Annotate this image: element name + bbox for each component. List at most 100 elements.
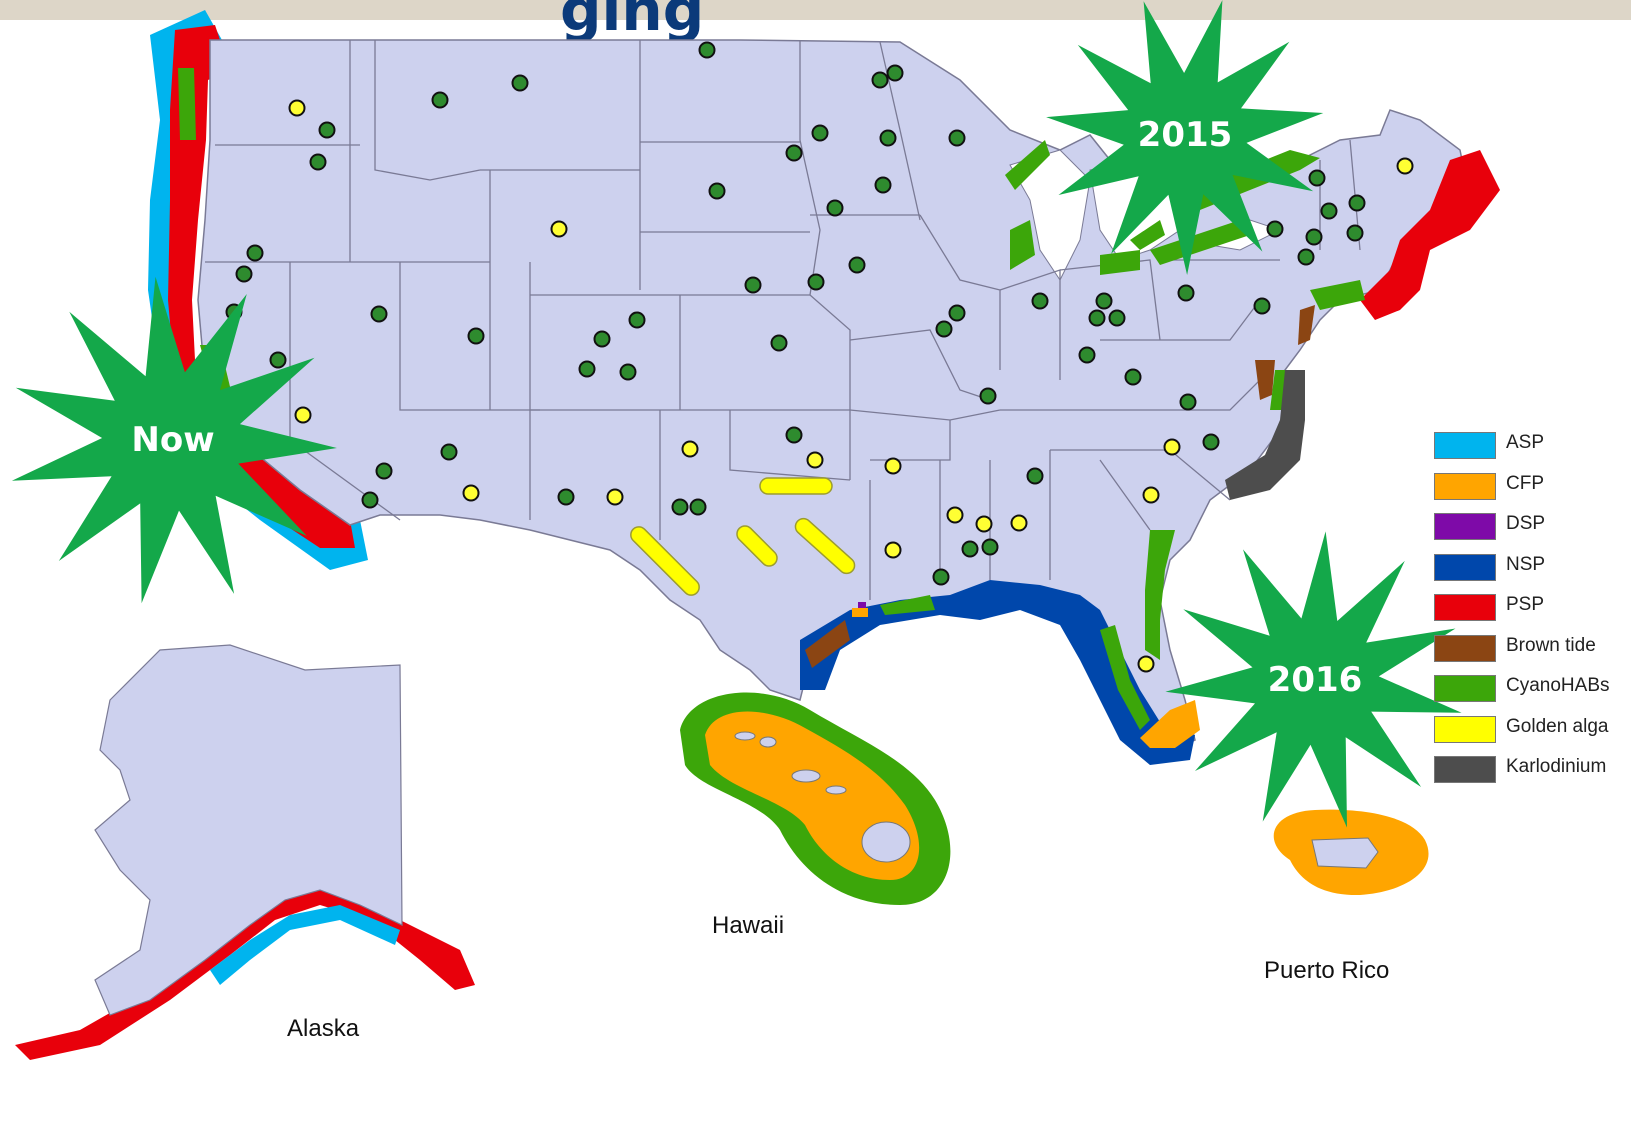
- header-band: [0, 0, 1631, 20]
- legend-label: PSP: [1506, 594, 1545, 615]
- hawaii: [680, 692, 951, 905]
- cyanohab-dot: [1253, 297, 1271, 315]
- legend-swatch: [1434, 472, 1496, 500]
- cyanohab-dot: [1095, 292, 1113, 310]
- golden-alga-dot: [884, 457, 902, 475]
- golden-alga-dot: [1142, 486, 1160, 504]
- burst-label-2016: 2016: [1267, 660, 1363, 700]
- golden-alga-dot: [1137, 655, 1155, 673]
- brown-tide-chesapeake: [1255, 360, 1275, 400]
- cyanohab-dot: [1305, 228, 1323, 246]
- label-puerto-rico: Puerto Rico: [1264, 957, 1390, 984]
- puerto-rico: [1273, 809, 1429, 896]
- cyanohab-dot: [979, 387, 997, 405]
- cfp-florida: [1140, 700, 1200, 748]
- legend-label: Golden alga: [1506, 715, 1609, 737]
- golden-alga-dot: [975, 515, 993, 533]
- dsp-gulf-spot: [858, 602, 866, 612]
- psp-northeast-zone: [1360, 150, 1500, 320]
- brown-tide-texas: [805, 620, 850, 668]
- legend-label: ASP: [1506, 432, 1545, 453]
- starburst-2016: [1165, 531, 1462, 828]
- cyanohab-dot: [879, 129, 897, 147]
- cyanohab-dot: [961, 540, 979, 558]
- state-borders: [205, 40, 1361, 600]
- brown-tide-northeast: [1298, 305, 1315, 345]
- cyanohab-dot: [1031, 292, 1049, 310]
- cyanohab-dot: [935, 320, 953, 338]
- legend-swatch: [1434, 756, 1496, 783]
- cyanohab-dot: [235, 265, 253, 283]
- cyano-northeast-zone: [1310, 280, 1365, 310]
- karlodinium-mid-atlantic: [1225, 370, 1305, 500]
- golden-alga-dot: [681, 440, 699, 458]
- legend-item: DSP: [1434, 507, 1624, 548]
- cyanohab-dot: [1202, 433, 1220, 451]
- cyanohab-dot: [948, 304, 966, 322]
- cyano-louisiana: [880, 595, 935, 615]
- hawaii-islands: [734, 731, 911, 863]
- cyanohab-dot: [1346, 224, 1364, 242]
- legend-swatch: [1434, 432, 1496, 459]
- label-alaska: Alaska: [287, 1015, 360, 1042]
- cyanohab-dot: [1124, 368, 1142, 386]
- legend-label: CFP: [1506, 472, 1544, 494]
- golden-alga-dot: [550, 220, 568, 238]
- golden-alga-dot: [946, 506, 964, 524]
- golden-alga-dot: [1163, 438, 1181, 456]
- legend-swatch: [1434, 553, 1496, 581]
- alaska: [15, 644, 475, 1060]
- cyanohab-dot: [370, 305, 388, 323]
- cyanohab-dot: [1088, 309, 1106, 327]
- puerto-rico-island: [1311, 837, 1379, 869]
- legend-item: CFP: [1434, 467, 1624, 508]
- legend-label: DSP: [1506, 513, 1546, 534]
- cyanohab-dot: [1177, 284, 1195, 302]
- cyanohab-dot: [1308, 169, 1326, 187]
- asp-alaska-zone: [210, 905, 400, 985]
- legend-label: Brown tide: [1506, 634, 1596, 656]
- header-title-fragment: ging: [560, 0, 704, 44]
- cyanohab-dot: [874, 176, 892, 194]
- golden-alga-dot: [1396, 157, 1414, 175]
- cyanohab-dot: [826, 199, 844, 217]
- cyanohab-dot: [811, 124, 829, 142]
- label-hawaii: Hawaii: [712, 912, 785, 939]
- golden-alga-dot: [884, 541, 902, 559]
- cyanohab-dot: [593, 330, 611, 348]
- starbursts: [11, 0, 1462, 828]
- cyanohab-dot: [1320, 202, 1338, 220]
- cyanohab-dot: [628, 311, 646, 329]
- golden-alga-dot: [806, 451, 824, 469]
- legend-item: Golden alga: [1434, 710, 1624, 751]
- cyanohab-dot: [886, 64, 904, 82]
- cyanohab-dot: [511, 74, 529, 92]
- cyanohab-dot: [269, 351, 287, 369]
- legend-swatch: [1434, 634, 1496, 662]
- legend-label: Karlodinium: [1506, 756, 1607, 777]
- legend-item: PSP: [1434, 588, 1624, 629]
- cyanohab-dot: [375, 462, 393, 480]
- cyanohab-dot: [1348, 194, 1366, 212]
- cyanohab-dot: [785, 426, 803, 444]
- cyanohab-dot: [619, 363, 637, 381]
- cyanohab-dot: [807, 273, 825, 291]
- cyanohab-dot: [689, 498, 707, 516]
- legend-label: NSP: [1506, 553, 1546, 575]
- legend-swatch: [1434, 513, 1496, 540]
- cyanohab-dot: [1078, 346, 1096, 364]
- legend-item: ASP: [1434, 426, 1624, 467]
- cyanohab-dot: [467, 327, 485, 345]
- legend-swatch: [1434, 715, 1496, 743]
- legend-swatch: [1434, 675, 1496, 702]
- cyanohab-dot: [246, 244, 264, 262]
- legend-item: CyanoHABs: [1434, 669, 1624, 710]
- cyanohab-dot: [671, 498, 689, 516]
- golden-alga-dot: [288, 99, 306, 117]
- golden-alga-dot: [606, 488, 624, 506]
- cyanohab-dot: [318, 121, 336, 139]
- cyanohab-dot: [744, 276, 762, 294]
